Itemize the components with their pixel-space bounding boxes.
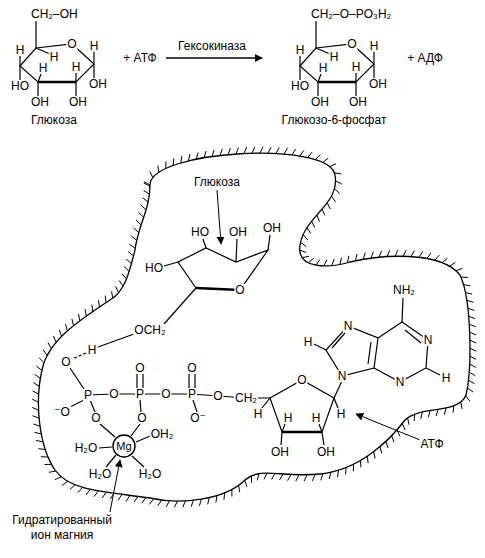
- structure-label: H: [49, 51, 60, 63]
- reaction-arrow: [166, 57, 262, 58]
- structure-label: O: [212, 390, 223, 402]
- structure-label: OH: [316, 446, 336, 458]
- structure-label: + АДФ: [406, 52, 444, 64]
- structure-label: O: [136, 412, 147, 424]
- structure-label: Глюкоза: [193, 176, 241, 188]
- structure-label: H: [336, 408, 347, 420]
- structure-label: O: [66, 38, 77, 50]
- structure-label: OH: [368, 78, 388, 90]
- structure-label: OH: [228, 226, 248, 238]
- structure-label: H: [283, 412, 294, 424]
- structure-label: N: [395, 376, 406, 388]
- structure-label: N: [423, 334, 434, 346]
- structure-label: O: [346, 38, 357, 50]
- glucose-structure: [20, 21, 94, 96]
- structure-label: OH: [30, 96, 50, 108]
- structure-label: H: [15, 44, 26, 56]
- structure-label: O: [186, 362, 197, 374]
- bound-molecules: [68, 235, 440, 467]
- structure-label: HO: [290, 80, 310, 92]
- structure-label: H: [253, 408, 264, 420]
- structure-label: HO: [10, 80, 30, 92]
- structure-label: Гексокиназа: [177, 40, 247, 52]
- structure-label: HO: [190, 226, 210, 238]
- structure-label: O: [60, 356, 71, 368]
- leader-lines: [110, 190, 420, 512]
- structure-label: OCH₂: [133, 324, 166, 336]
- structure-label: O: [90, 412, 101, 424]
- structure-label: N: [343, 320, 354, 332]
- structure-label: OH: [88, 78, 108, 90]
- structure-label: Глюкоза: [30, 114, 78, 126]
- structure-label: ⁻O: [53, 406, 71, 418]
- structure-label: O⁻: [189, 412, 207, 424]
- structure-label: H₂O: [88, 468, 113, 480]
- structure-label: O: [108, 388, 119, 400]
- structure-label: O: [234, 284, 245, 296]
- structure-label: H: [89, 40, 100, 52]
- structure-label: H: [38, 62, 49, 74]
- structure-label: H: [329, 51, 340, 63]
- structure-label: H: [351, 61, 362, 73]
- structure-label: H₂O: [138, 468, 163, 480]
- structure-label: OH: [270, 446, 290, 458]
- glucose-6-phosphate-structure: [300, 21, 374, 96]
- ion-symbol: Mg: [116, 441, 131, 452]
- structure-label: N: [337, 370, 348, 382]
- structure-label: P: [83, 389, 93, 401]
- structure-label: CH₂–O–PO₃H₂: [310, 8, 392, 20]
- structure-label: H: [441, 372, 452, 384]
- structure-label: OH: [348, 96, 368, 108]
- structure-label: OH: [68, 96, 88, 108]
- structure-label: Глюкозо-6-фосфат: [281, 114, 388, 126]
- structure-label: H: [87, 344, 98, 356]
- enzyme-surface-hatching: [32, 147, 476, 507]
- structure-label: + АТФ: [122, 52, 157, 64]
- structure-label: H: [71, 61, 82, 73]
- enzyme-surface: [38, 153, 469, 501]
- structure-label: H₂O: [74, 442, 99, 454]
- structure-label: OH: [262, 222, 282, 234]
- structure-label: O: [160, 388, 171, 400]
- structure-label: P: [135, 388, 145, 400]
- ion-circle: Mg: [112, 434, 136, 458]
- structure-label: АТФ: [419, 438, 444, 450]
- structure-label: OH: [310, 96, 330, 108]
- structure-label: H: [303, 336, 314, 348]
- structure-label: P: [187, 388, 197, 400]
- structure-label: NH₂: [392, 284, 416, 296]
- structure-label: CH₂–OH: [30, 8, 79, 20]
- structure-label: O: [296, 374, 307, 386]
- structure-label: HO: [144, 262, 164, 274]
- structure-label: H: [369, 40, 380, 52]
- structure-label: CH₂: [234, 392, 258, 404]
- structure-label: OH₂: [150, 428, 175, 440]
- structure-label: O: [134, 362, 145, 374]
- structure-label: H: [295, 44, 306, 56]
- structure-label: H: [311, 412, 322, 424]
- callout-label: Гидратированный ион магния: [1, 513, 123, 543]
- structure-label: H: [318, 62, 329, 74]
